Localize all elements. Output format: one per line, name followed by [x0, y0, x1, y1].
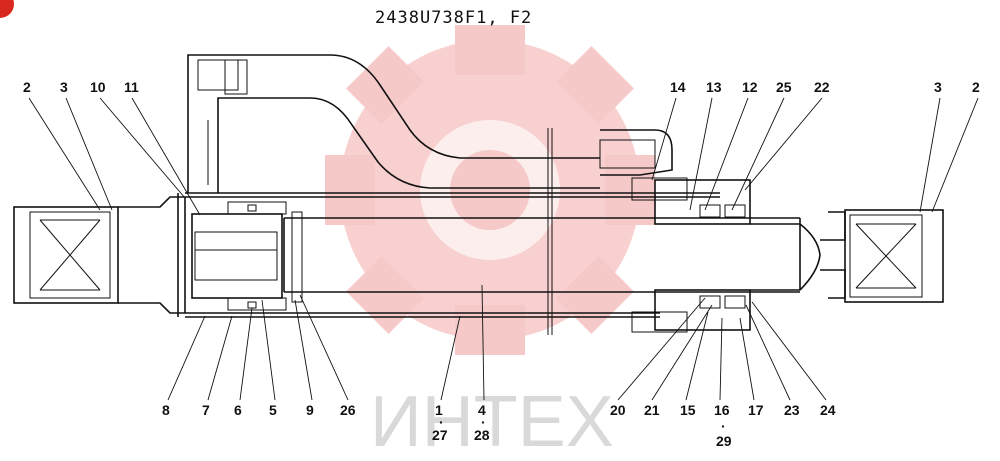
callout-9: 9 — [306, 402, 314, 418]
callouts-top: 2 3 10 11 14 13 12 25 22 3 2 — [23, 79, 980, 216]
callout-1: 1 — [435, 402, 443, 418]
sub-dot: · — [721, 418, 726, 434]
callout-15: 15 — [680, 402, 696, 418]
callout-26: 26 — [340, 402, 356, 418]
right-rod-eye — [799, 209, 944, 303]
watermark-text: ИНТЕХ — [370, 382, 614, 456]
callout-13: 13 — [706, 79, 722, 95]
callout-16: 16 — [714, 402, 730, 418]
callout-24: 24 — [820, 402, 836, 418]
callout-21: 21 — [644, 402, 660, 418]
callout-2-right: 2 — [972, 79, 980, 95]
callout-4: 4 — [478, 402, 486, 418]
head-gland — [631, 179, 800, 333]
callout-29: 29 — [716, 433, 732, 449]
sub-dot: · — [481, 414, 486, 430]
callout-7: 7 — [202, 402, 210, 418]
callout-12: 12 — [742, 79, 758, 95]
callout-25: 25 — [776, 79, 792, 95]
callout-27: 27 — [432, 427, 448, 443]
callout-10: 10 — [90, 79, 106, 95]
sub-dot: · — [439, 414, 444, 430]
callout-8: 8 — [162, 402, 170, 418]
left-end-cap — [13, 196, 185, 314]
hydraulic-tube — [187, 54, 688, 201]
callout-28: 28 — [474, 427, 490, 443]
corner-badge-icon — [0, 0, 14, 18]
callout-3-left: 3 — [60, 79, 68, 95]
watermark-gear-icon — [325, 25, 655, 355]
callout-17: 17 — [748, 402, 764, 418]
callout-3-right: 3 — [934, 79, 942, 95]
callout-22: 22 — [814, 79, 830, 95]
drawing-title: 2438U738F1, F2 — [375, 8, 533, 28]
callouts-bottom: 8 7 6 5 9 26 1 4 20 21 15 16 17 23 24 27… — [162, 284, 836, 449]
callout-2-left: 2 — [23, 79, 31, 95]
callout-11: 11 — [124, 79, 139, 95]
callout-6: 6 — [234, 402, 242, 418]
callout-23: 23 — [784, 402, 800, 418]
piston-rod — [283, 128, 800, 335]
callout-5: 5 — [269, 402, 277, 418]
callout-14: 14 — [670, 79, 686, 95]
piston-head — [191, 201, 303, 311]
callout-20: 20 — [610, 402, 626, 418]
